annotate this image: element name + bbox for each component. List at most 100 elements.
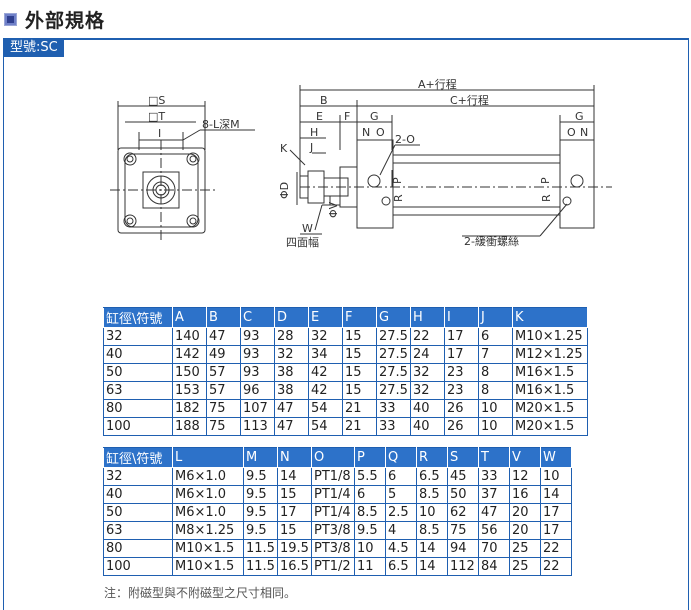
table-cell: 9.5 (243, 467, 278, 486)
table-cell: PT1/8 (311, 467, 355, 486)
table-cell: 80 (103, 399, 173, 418)
table-cell: 70 (478, 539, 510, 558)
table-cell: 28 (274, 327, 309, 346)
table-cell: 14 (416, 539, 448, 558)
table-cell: 27.5 (376, 363, 411, 382)
table-cell: 8.5 (416, 485, 448, 504)
header-cell: I (444, 307, 479, 328)
dim-j-label: J (309, 141, 313, 154)
table-cell: 6 (354, 485, 386, 504)
table-cell: 15 (342, 363, 377, 382)
table-cell: 22 (410, 327, 445, 346)
table-cell: 182 (172, 399, 207, 418)
front-view: □S □T I 8-L深M (110, 94, 255, 242)
table-cell: 96 (240, 381, 275, 400)
header-cell: S (447, 447, 479, 468)
table-header-row: 缸徑\符號 A B C D E F G H I J K (103, 307, 588, 328)
header-cell: T (478, 447, 510, 468)
table-cell: 100 (103, 417, 173, 436)
table-cell: 49 (206, 345, 241, 364)
table-cell: M12×1.25 (512, 345, 588, 364)
table-cell: 107 (240, 399, 275, 418)
header-cell: B (206, 307, 241, 328)
table-cell: 9.5 (243, 485, 278, 504)
table-cell: 50 (103, 503, 173, 522)
table-cell: 10 (354, 539, 386, 558)
table-cell: 14 (416, 557, 448, 576)
dim-o-label-left: O (376, 126, 385, 139)
table-cell: 33 (376, 399, 411, 418)
table-cell: 17 (540, 503, 572, 522)
table-cell: 38 (274, 381, 309, 400)
table-cell: M8×1.25 (172, 521, 244, 540)
table-cell: 23 (444, 381, 479, 400)
header-cell: C (240, 307, 275, 328)
table-cell: M6×1.0 (172, 467, 244, 486)
header-cell: A (172, 307, 207, 328)
port-label: 2-O (395, 133, 415, 146)
header-cell: D (274, 307, 309, 328)
table-cell: 15 (342, 381, 377, 400)
table-cell: PT1/2 (311, 557, 355, 576)
table-cell: 40 (103, 345, 173, 364)
square-bullet-icon (4, 12, 17, 26)
table-cell: 25 (509, 539, 541, 558)
table-cell: 57 (206, 381, 241, 400)
table-cell: 33 (376, 417, 411, 436)
table-cell: PT3/8 (311, 521, 355, 540)
table-cell: 38 (274, 363, 309, 382)
header-cell: G (376, 307, 411, 328)
table-cell: 27.5 (376, 327, 411, 346)
table-cell: 94 (447, 539, 479, 558)
table-cell: 7 (478, 345, 513, 364)
table-cell: 150 (172, 363, 207, 382)
table-cell: 34 (308, 345, 343, 364)
table-cell: 32 (410, 363, 445, 382)
table-cell: 9.5 (243, 521, 278, 540)
dim-d-label: ΦD (278, 182, 291, 199)
table-cell: 32 (103, 467, 173, 486)
table-cell: 21 (342, 417, 377, 436)
table-cell: 16.5 (277, 557, 312, 576)
table-cell: 47 (206, 327, 241, 346)
dim-p-label-right: P (539, 177, 552, 184)
dim-b-label: B (320, 94, 328, 107)
table-cell: M6×1.0 (172, 485, 244, 504)
header-cell: K (512, 307, 588, 328)
table-cell: 63 (103, 521, 173, 540)
table-cell: M20×1.5 (512, 399, 588, 418)
table-cell: M10×1.25 (512, 327, 588, 346)
table-cell: 11 (354, 557, 386, 576)
table-cell: 10 (478, 417, 513, 436)
table-cell: 20 (509, 521, 541, 540)
header-cell: R (416, 447, 448, 468)
dim-v-label: ΦV (327, 201, 340, 218)
header-cell: Q (385, 447, 417, 468)
dim-i-label: I (158, 127, 161, 140)
table-cell: 17 (444, 327, 479, 346)
table-cell: 45 (447, 467, 479, 486)
table-cell: 8 (478, 363, 513, 382)
table-cell: 54 (308, 399, 343, 418)
dim-o-label-right: O (567, 126, 576, 139)
dim-k-label: K (280, 142, 288, 155)
table-cell: 93 (240, 345, 275, 364)
table-cell: 6 (385, 467, 417, 486)
table-cell: M20×1.5 (512, 417, 588, 436)
table-cell: 26 (444, 399, 479, 418)
table-cell: 57 (206, 363, 241, 382)
footnote: 注：附磁型與不附磁型之尺寸相同。 (104, 586, 297, 600)
table-cell: PT1/4 (311, 485, 355, 504)
table-cell: 93 (240, 327, 275, 346)
dim-n-label-left: N (362, 126, 370, 139)
table-cell: 62 (447, 503, 479, 522)
model-tag: 型號:SC (4, 38, 64, 57)
table-cell: M16×1.5 (512, 381, 588, 400)
table-cell: 112 (447, 557, 479, 576)
